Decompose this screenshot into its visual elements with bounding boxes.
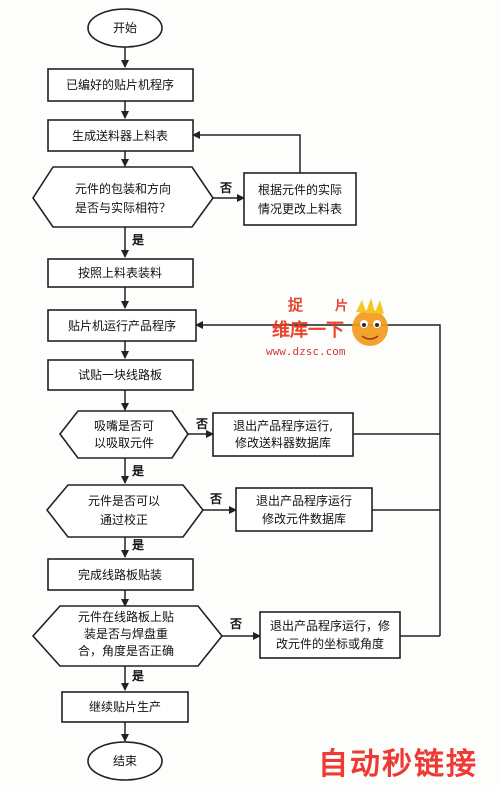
side-box-4: 退出产品程序运行，修 改元件的坐标或角度 xyxy=(259,611,401,659)
side-box-3: 退出产品程序运行 修改元件数据库 xyxy=(235,487,373,532)
process-step-6: 完成线路板贴装 xyxy=(47,558,194,591)
bottom-watermark: 自动秒链接 xyxy=(318,747,478,782)
decision-1-line2: 是否与实际相符？ xyxy=(75,200,171,215)
process-step-5: 试贴一块线路板 xyxy=(47,359,194,391)
side-1-line1: 根据元件的实际 xyxy=(258,182,342,197)
process-step-1: 已编好的贴片机程序 xyxy=(47,68,194,102)
step-3-label: 按照上料表装料 xyxy=(78,266,162,280)
watermark-logo-text: 维库一下 xyxy=(272,319,344,341)
mascot-head-icon xyxy=(352,310,388,346)
process-step-2: 生成送料器上料表 xyxy=(47,119,194,152)
yes-label-2: 是 xyxy=(131,464,145,478)
watermark-logo-piece: 片 xyxy=(335,298,348,314)
side-3-line1: 退出产品程序运行 xyxy=(256,493,352,508)
decision-4-line1: 元件在线路板上贴 xyxy=(78,609,174,624)
bottom-watermark-text: 自动秒链接 xyxy=(318,747,478,782)
step-1-label: 已编好的贴片机程序 xyxy=(66,77,174,92)
watermark-url: www.dzsc.com xyxy=(266,345,346,358)
step-2-label: 生成送料器上料表 xyxy=(72,128,168,143)
no-label-2: 否 xyxy=(195,417,208,431)
side-2-line1: 退出产品程序运行, xyxy=(233,418,333,433)
decision-4-line3: 合，角度是否正确 xyxy=(78,643,174,658)
step-7-label: 继续贴片生产 xyxy=(89,700,161,714)
side-box-1: 根据元件的实际 情况更改上料表 xyxy=(243,172,357,226)
crown-icon xyxy=(356,298,384,314)
start-terminal: 开始 xyxy=(87,8,163,48)
connectors xyxy=(121,47,441,742)
step-6-label: 完成线路板贴装 xyxy=(78,567,162,582)
no-label-4: 否 xyxy=(229,617,242,631)
watermark-logo: 捉 片 维库一下 www.dzsc.com xyxy=(266,296,388,358)
decision-3: 元件是否可以 通过校正 xyxy=(45,484,205,538)
side-4-line2: 改元件的坐标或角度 xyxy=(276,636,384,651)
yes-label-1: 是 xyxy=(131,233,145,247)
yes-label-3: 是 xyxy=(131,538,145,552)
decision-1: 元件的包装和方向 是否与实际相符？ xyxy=(32,166,214,228)
no-label-3: 否 xyxy=(209,492,222,506)
yes-label-4: 是 xyxy=(131,669,145,683)
decision-3-line2: 通过校正 xyxy=(100,512,148,527)
branch-labels: 是 是 是 是 否 否 否 否 xyxy=(131,181,242,683)
step-4-label: 贴片机运行产品程序 xyxy=(68,318,176,333)
no-label-1: 否 xyxy=(219,181,232,195)
decision-1-line1: 元件的包装和方向 xyxy=(75,181,171,196)
step-5-label: 试贴一块线路板 xyxy=(78,367,162,382)
side-1-line2: 情况更改上料表 xyxy=(258,202,342,216)
decision-2-line1: 吸嘴是否可 xyxy=(94,419,154,433)
decision-2: 吸嘴是否可 以吸取元件 xyxy=(58,410,189,459)
end-terminal: 结束 xyxy=(87,741,163,781)
process-step-4: 贴片机运行产品程序 xyxy=(47,309,197,342)
process-step-7: 继续贴片生产 xyxy=(61,691,189,723)
decision-4-line2: 装是否与焊盘重 xyxy=(84,626,168,641)
start-label: 开始 xyxy=(113,21,137,35)
side-2-line2: 修改送料器数据库 xyxy=(235,435,331,450)
process-step-3: 按照上料表装料 xyxy=(47,258,194,288)
decision-4: 元件在线路板上贴 装是否与焊盘重 合，角度是否正确 xyxy=(31,605,224,667)
decision-2-line2: 以吸取元件 xyxy=(94,436,154,450)
side-box-2: 退出产品程序运行, 修改送料器数据库 xyxy=(212,412,354,457)
watermark-logo-top: 捉 xyxy=(288,296,304,314)
decision-3-line1: 元件是否可以 xyxy=(88,494,160,508)
side-4-line1: 退出产品程序运行，修 xyxy=(270,618,390,633)
side-3-line2: 修改元件数据库 xyxy=(262,511,346,526)
end-label: 结束 xyxy=(113,754,137,768)
